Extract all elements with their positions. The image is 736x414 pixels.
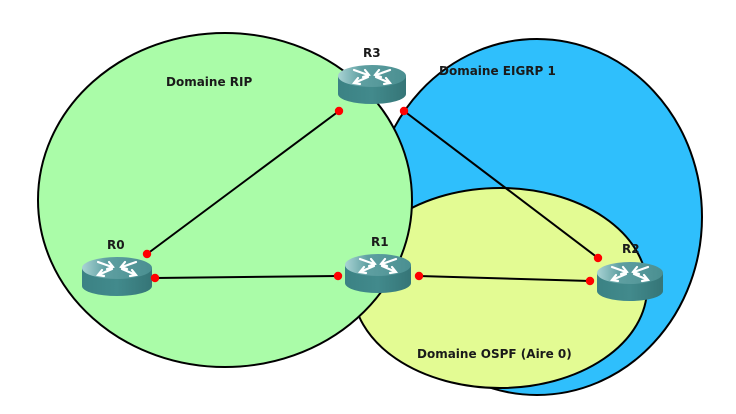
ospf-domain-label: Domaine OSPF (Aire 0) [417,347,572,361]
link-r1-r2[interactable] [418,275,591,282]
router-icon [82,257,152,296]
port-dot-r1-to-r2[interactable] [414,271,424,281]
router-icon [597,262,663,301]
port-dot-r2-to-r1[interactable] [585,276,595,286]
router-r1[interactable] [345,254,411,293]
router-icon [338,65,406,104]
router-label-r0: R0 [107,238,125,252]
eigrp-domain-label: Domaine EIGRP 1 [439,64,556,78]
port-dot-r2-to-r3[interactable] [593,253,603,263]
router-r2[interactable] [597,262,663,301]
router-icon [345,254,411,293]
router-label-r2: R2 [622,242,640,256]
ports-layer [142,106,603,286]
link-r3-r0[interactable] [146,110,340,255]
port-dot-r1-to-r0[interactable] [333,271,343,281]
link-r3-r2[interactable] [403,110,599,259]
link-r0-r1[interactable] [154,275,339,279]
port-dot-r3-to-r0[interactable] [334,106,344,116]
router-label-r1: R1 [371,235,389,249]
links-layer [146,110,599,282]
router-label-r3: R3 [363,46,381,60]
rip-domain-label: Domaine RIP [166,75,252,89]
router-r3[interactable] [338,65,406,104]
router-r0[interactable] [82,257,152,296]
port-dot-r0-to-r1[interactable] [150,273,160,283]
port-dot-r3-to-r2[interactable] [399,106,409,116]
port-dot-r0-to-r3[interactable] [142,249,152,259]
